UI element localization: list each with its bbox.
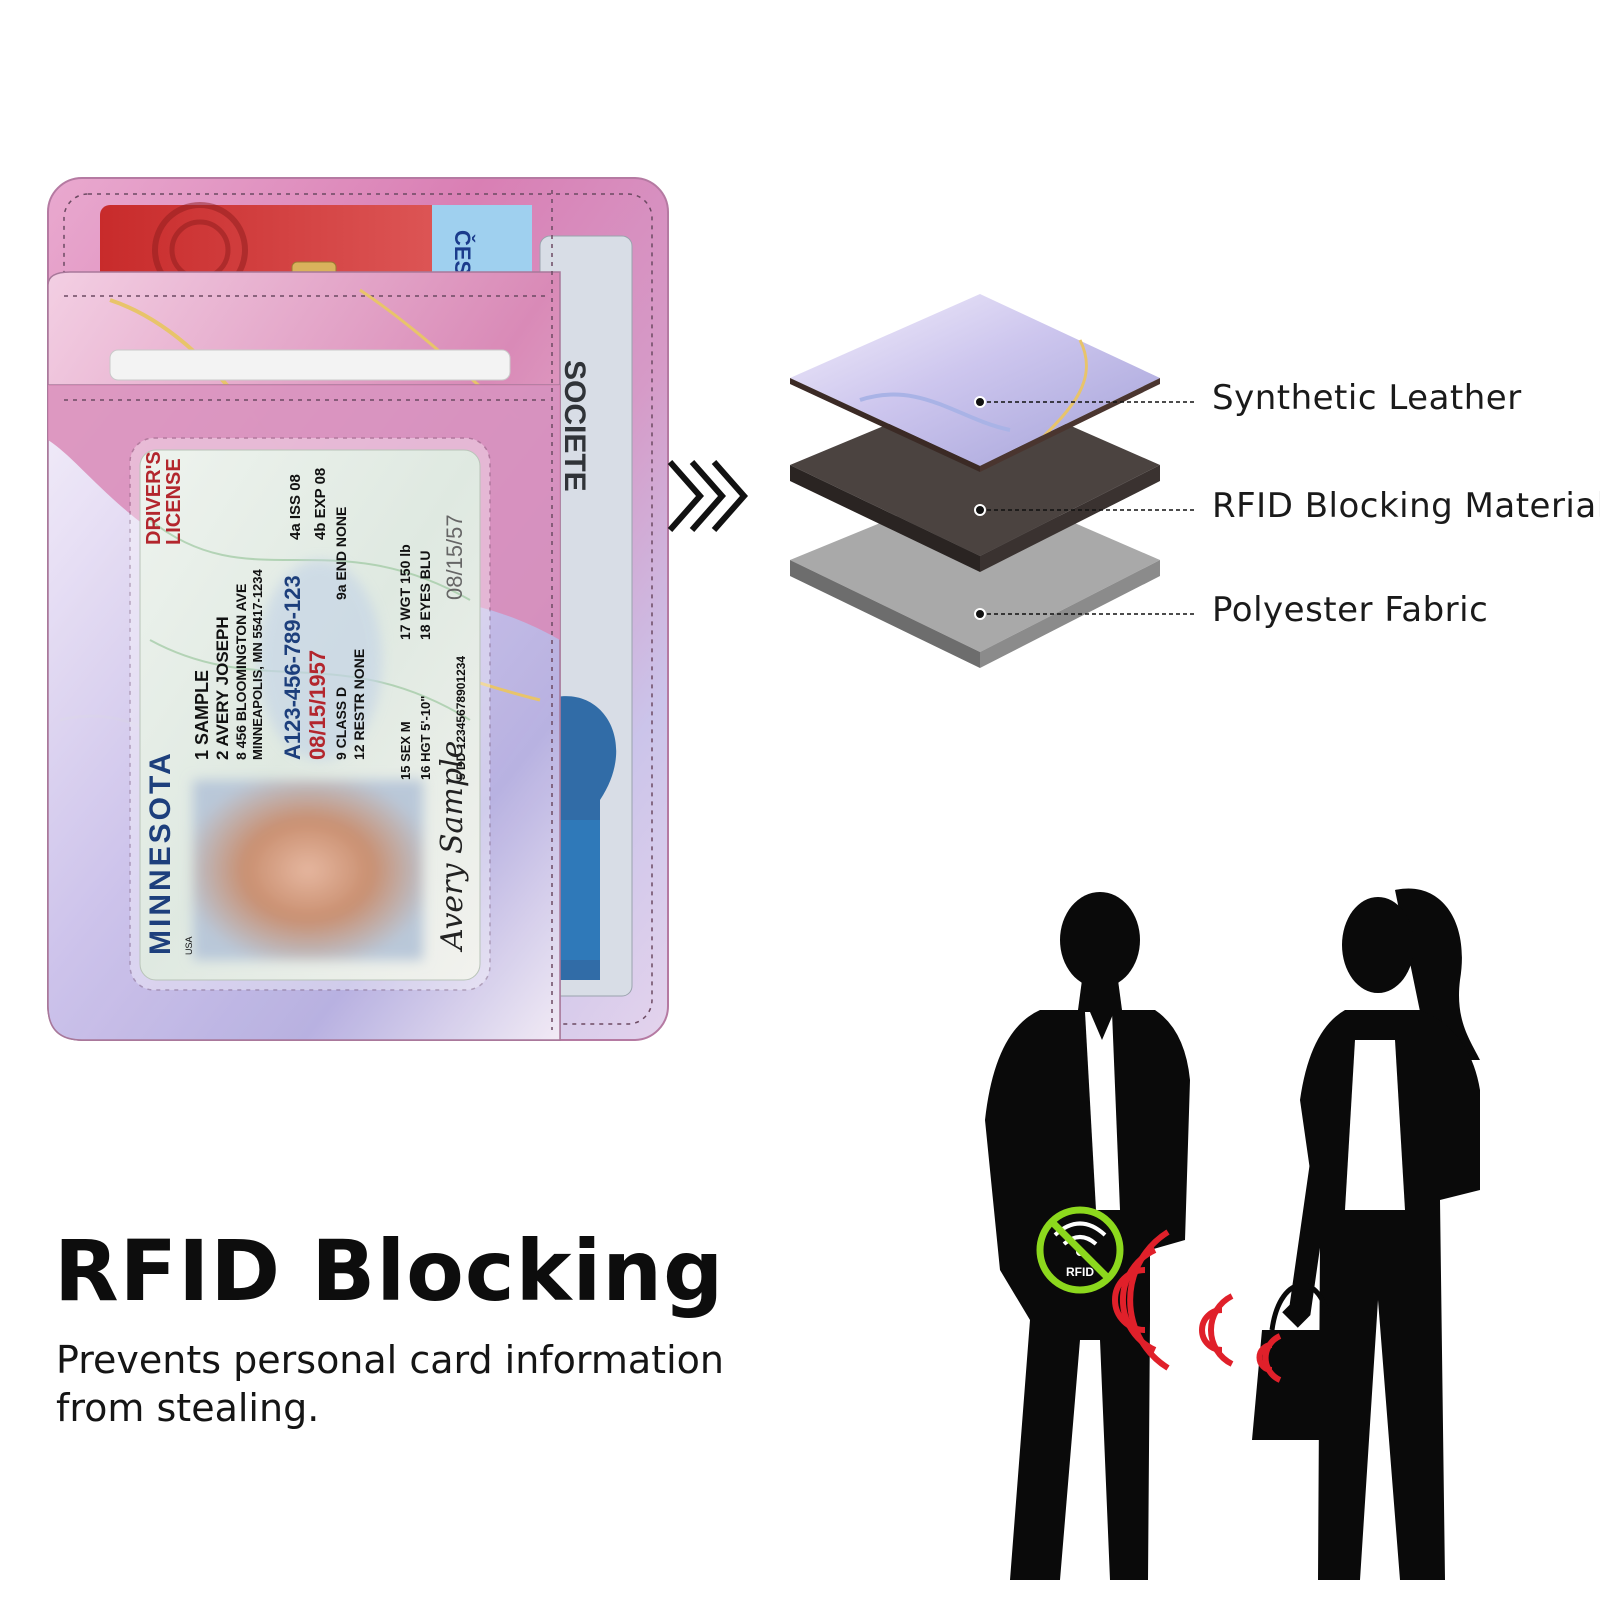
leader-lines: [980, 401, 1196, 615]
license-side-date: 08/15/57: [442, 514, 467, 600]
license-restrictions: 12 RESTR NONE: [351, 649, 367, 760]
man-silhouette: RFID: [985, 892, 1190, 1580]
leader-dot: [974, 396, 986, 408]
woman-silhouette: [1252, 888, 1480, 1580]
license-iss: 4a ISS 08: [287, 474, 304, 540]
material-layers: [790, 294, 1196, 668]
drivers-license: MINNESOTA DRIVER'S LICENSE USA 1 SAMPLE …: [139, 449, 481, 981]
badge-text: RFID: [1066, 1265, 1094, 1279]
license-address1: 8 456 BLOOMINGTON AVE: [233, 584, 249, 760]
societe-text: SOCIETE: [558, 360, 591, 492]
rfid-signal-waves-icon: [1112, 1229, 1282, 1383]
license-ghost-photo: [258, 560, 382, 760]
license-address2: MINNEAPOLIS, MN 55417-1234: [250, 568, 265, 760]
subtitle: Prevents personal card information from …: [56, 1338, 724, 1430]
page-title: RFID Blocking: [54, 1222, 725, 1320]
bank-card-right: SOCIETE: [539, 235, 633, 997]
leader-dot: [974, 504, 986, 516]
license-type-line1: DRIVER'S: [143, 451, 165, 545]
card-wallet: ČES SPO SOCIETE: [47, 177, 669, 1041]
license-exp: 4b EXP 08: [312, 468, 329, 540]
license-height: 16 HGT 5'-10": [418, 696, 433, 780]
handbag: [1252, 1330, 1350, 1440]
leader-dot: [974, 608, 986, 620]
no-rfid-badge-icon: RFID: [1036, 1206, 1124, 1294]
license-dob: 08/15/1957: [305, 650, 330, 760]
license-type-line2: LICENSE: [163, 458, 185, 545]
label-polyester-fabric: Polyester Fabric: [1212, 590, 1489, 630]
license-endorsements: 9a END NONE: [333, 507, 349, 600]
license-photo: [193, 780, 423, 960]
license-country: USA: [184, 936, 194, 955]
label-synthetic-leather: Synthetic Leather: [1212, 378, 1522, 418]
label-rfid-material: RFID Blocking Material: [1212, 486, 1600, 526]
license-class: 9 CLASS D: [333, 687, 349, 760]
license-state: MINNESOTA: [144, 750, 177, 955]
license-signature: Avery Sample: [435, 741, 470, 953]
license-name-first: 2 AVERY JOSEPH: [213, 616, 232, 760]
license-weight: 17 WGT 150 lb: [397, 544, 413, 640]
license-eyes: 18 EYES BLU: [417, 551, 433, 640]
license-dd: 5 DD 12345678901234: [454, 656, 468, 780]
license-number: A123-456-789-123: [280, 575, 305, 760]
card-edge-white: [109, 349, 511, 381]
chevron-arrows-icon: [667, 460, 749, 532]
license-name-last: 1 SAMPLE: [192, 670, 212, 760]
license-sex: 15 SEX M: [398, 721, 413, 780]
